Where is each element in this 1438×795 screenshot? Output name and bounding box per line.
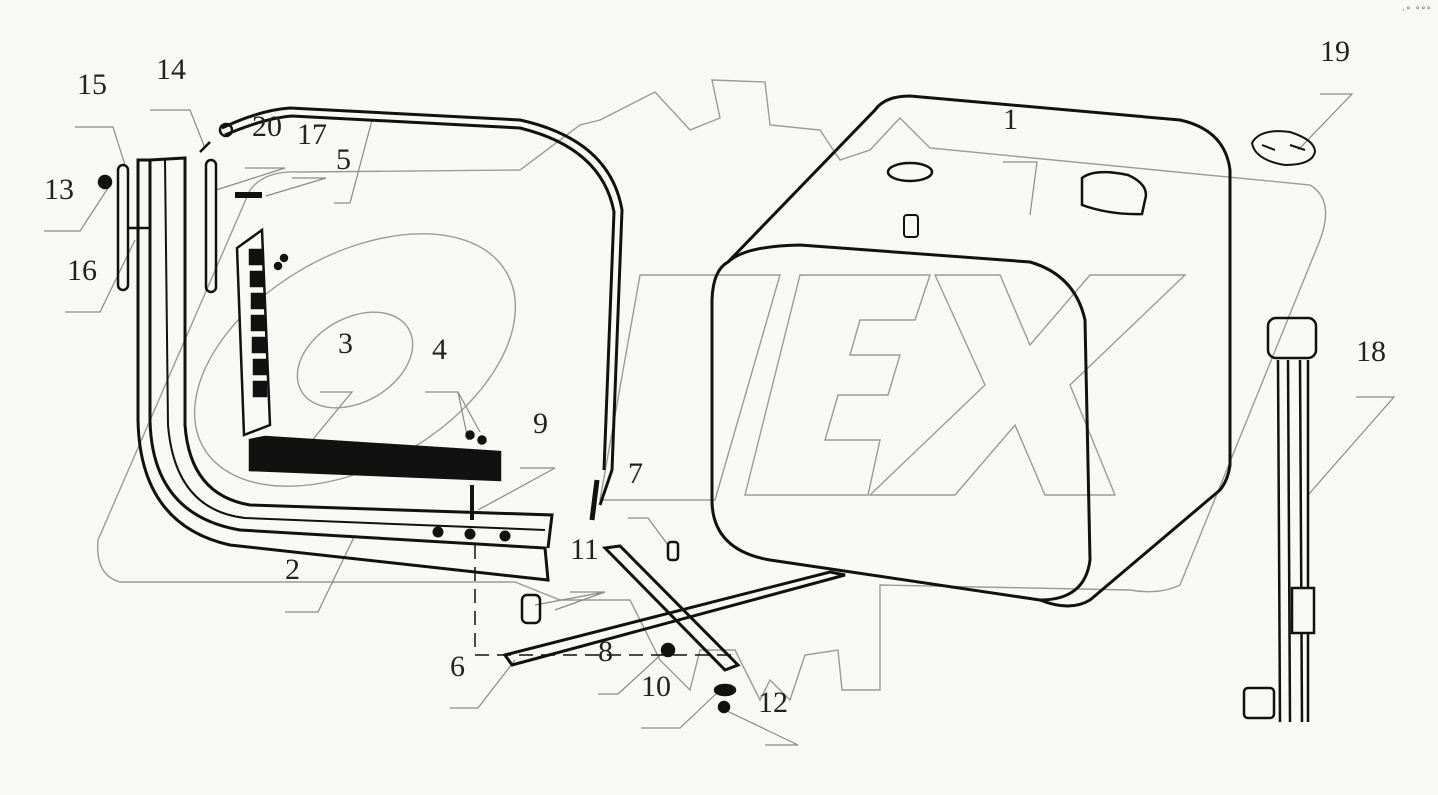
- callout-20: 20: [252, 110, 282, 143]
- callout-13: 13: [44, 173, 74, 206]
- part-18-fuel-sensor: [1242, 316, 1318, 723]
- callout-1: 1: [1003, 103, 1018, 136]
- part-6-tie-rods: [502, 544, 846, 672]
- callout-9: 9: [533, 407, 548, 440]
- callout-17: 17: [297, 118, 327, 151]
- part-13-nut: [97, 174, 113, 190]
- part-12-nut: [717, 700, 731, 714]
- part-20-plate: [204, 158, 218, 294]
- part-4-screw: [465, 430, 475, 440]
- callout-8: 8: [598, 635, 613, 668]
- part-11-sleeve: [520, 593, 542, 625]
- corner-mark: ·° °°°: [1402, 6, 1432, 16]
- callout-15: 15: [77, 68, 107, 101]
- leader-lines: [44, 93, 1396, 746]
- assembly-dashed-line: [474, 545, 735, 656]
- callout-4: 4: [432, 333, 447, 366]
- callout-18: 18: [1356, 335, 1386, 368]
- callout-10: 10: [641, 670, 671, 703]
- part-3-rubber-pads: [235, 227, 502, 482]
- part-1-fuel-tank: [710, 94, 1232, 608]
- part-5-strap: [218, 106, 624, 521]
- callout-3: 3: [338, 327, 353, 360]
- part-10-washer: [713, 683, 737, 697]
- part-14-pin: [199, 141, 211, 153]
- part-2-bracket: [136, 156, 554, 582]
- callout-11: 11: [570, 533, 599, 566]
- callout-7: 7: [628, 457, 643, 490]
- small-fasteners: [97, 141, 737, 714]
- callout-2: 2: [285, 553, 300, 586]
- callout-6: 6: [450, 650, 465, 683]
- callout-12: 12: [758, 686, 788, 719]
- callout-5: 5: [336, 143, 351, 176]
- part-19-cap: [1250, 130, 1317, 167]
- callout-14: 14: [156, 53, 186, 86]
- part-7-bolt: [666, 540, 680, 562]
- callout-19: 19: [1320, 35, 1350, 68]
- part-8-nut: [660, 642, 676, 658]
- callout-16: 16: [67, 254, 97, 287]
